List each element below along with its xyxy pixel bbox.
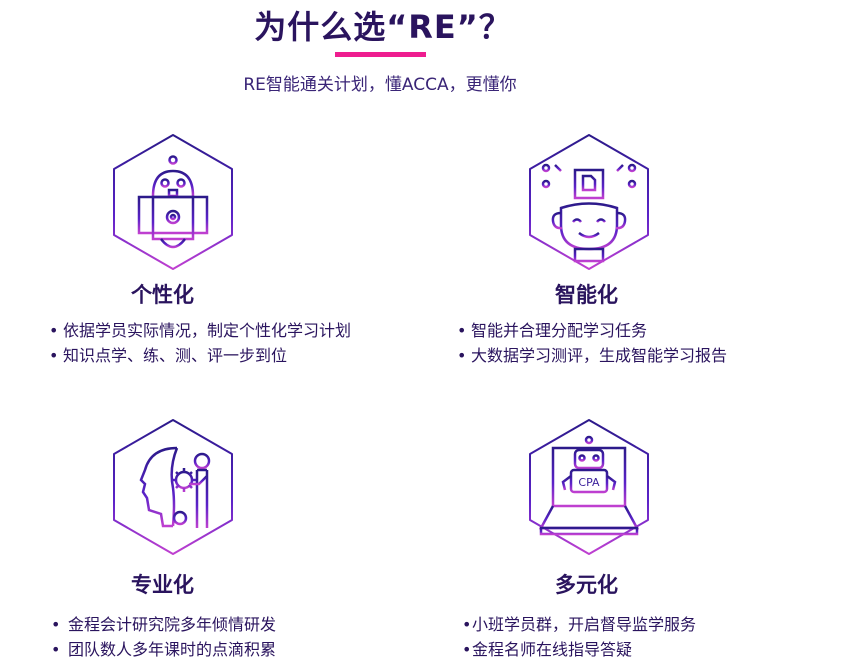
bullet-dot: • (51, 640, 61, 659)
feature-title: 个性化 (131, 283, 194, 307)
page-title: 为什么选“RE”？ (254, 8, 512, 46)
bullet-item: •团队数人多年课时的点滴积累 (51, 637, 276, 662)
bullet-item: •知识点学、练、测、评一步到位 (49, 343, 351, 368)
bullet-item: •智能并合理分配学习任务 (457, 318, 727, 343)
bullet-dot: • (457, 346, 467, 365)
bullet-dot: • (49, 346, 59, 365)
thinking-head-gear-icon (113, 419, 233, 555)
bullet-item: •金程名师在线指导答疑 (462, 637, 696, 662)
ai-head-chip-icon (529, 134, 649, 270)
feature-bullets: •小班学员群，开启督导监学服务 •金程名师在线指导答疑 (462, 612, 696, 662)
bullet-item: •小班学员群，开启督导监学服务 (462, 612, 696, 637)
feature-bullets: •金程会计研究院多年倾情研发 •团队数人多年课时的点滴积累 (51, 612, 276, 662)
robot-icon (113, 134, 233, 270)
bullet-item: •大数据学习测评，生成智能学习报告 (457, 343, 727, 368)
title-underline (335, 52, 426, 57)
feature-bullets: •智能并合理分配学习任务 •大数据学习测评，生成智能学习报告 (457, 318, 727, 368)
bullet-dot: • (49, 321, 59, 340)
feature-title: 专业化 (131, 573, 194, 597)
bullet-item: •依据学员实际情况，制定个性化学习计划 (49, 318, 351, 343)
page-subtitle: RE智能通关计划，懂ACCA，更懂你 (243, 75, 517, 95)
feature-title: 智能化 (555, 283, 618, 307)
laptop-robot-icon: CPA (529, 419, 649, 555)
cpa-label: CPA (578, 476, 600, 489)
bullet-dot: • (462, 640, 472, 659)
bullet-item: •金程会计研究院多年倾情研发 (51, 612, 276, 637)
bullet-dot: • (51, 615, 61, 634)
bullet-dot: • (457, 321, 467, 340)
feature-title: 多元化 (555, 573, 618, 597)
feature-bullets: •依据学员实际情况，制定个性化学习计划 •知识点学、练、测、评一步到位 (49, 318, 351, 368)
bullet-dot: • (462, 615, 472, 634)
